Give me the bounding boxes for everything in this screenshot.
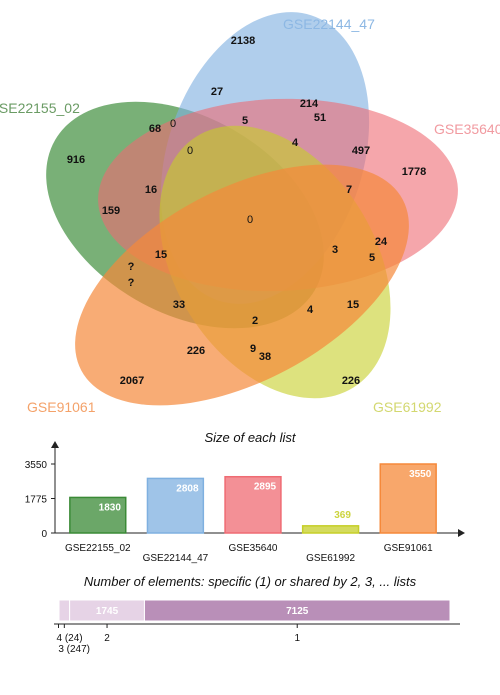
segment-value-label: 7125 [286,606,309,617]
set-label-gse91061: GSE91061 [27,399,96,415]
bar [301,525,360,534]
set-label-gse35640: GSE35640 [434,121,500,137]
set-ellipse-gse91061 [75,164,409,406]
region-count: 27 [211,86,223,98]
region-count: ? [128,277,135,289]
shared-axis-label: 4 (24) [57,633,83,644]
bar [379,463,437,534]
shared-chart-title: Number of elements: specific (1) or shar… [84,574,417,589]
bar-value-label: 3550 [409,469,432,480]
venn-region-labels: 2138 27 214 51 5 68 0 0 4 497 916 1778 1… [67,35,426,387]
set-label-gse22155-02: GSE22155_02 [0,100,80,116]
region-count: 24 [375,236,388,248]
bar [69,496,127,534]
region-count: 3 [332,244,338,256]
shared-segment [143,599,451,622]
y-tick-label: 3550 [25,460,48,471]
bar [224,475,282,534]
shared-elements-bar: 4 (24)3 (247) 1745 2 7125 1 [54,599,460,655]
region-count: 0 [187,145,193,157]
region-count: 2067 [120,375,144,387]
category-label: GSE35640 [229,543,278,554]
region-count: 68 [149,123,161,135]
bar [146,477,205,534]
region-count: 0 [170,118,176,130]
shared-axis-label: 2 [104,633,110,644]
region-count: 226 [187,345,205,357]
bar-value-label: 2808 [176,483,199,494]
region-count: 159 [102,205,120,217]
region-count: 9 [250,343,256,355]
set-label-gse22144-47: GSE22144_47 [283,16,375,32]
region-count: 38 [259,351,271,363]
region-count: 15 [155,249,167,261]
shared-axis-label: 3 (247) [58,644,90,655]
region-count: 2 [252,315,258,327]
region-count: 4 [307,304,314,316]
x-axis-arrow [458,529,465,537]
region-count: 15 [347,299,359,311]
y-tick-label: 0 [41,529,47,540]
region-count: ? [128,261,135,273]
size-chart-title: Size of each list [204,430,296,445]
segment-value-label: 1745 [96,606,119,617]
region-count: 5 [242,115,248,127]
set-label-gse61992: GSE61992 [373,399,442,415]
region-count: 916 [67,154,85,166]
region-count: 0 [247,214,253,226]
region-count: 16 [145,184,157,196]
category-label: GSE22144_47 [143,553,209,564]
category-label: GSE61992 [306,553,355,564]
region-count: 4 [292,137,299,149]
bar-value-label: 1830 [99,502,122,513]
shared-segment [58,599,71,622]
category-label: GSE91061 [384,543,433,554]
bar-value-label: 369 [334,510,351,521]
region-count: 2138 [231,35,255,47]
region-count: 33 [173,299,185,311]
region-count: 5 [369,252,375,264]
y-tick-label: 1775 [25,495,48,506]
bar-value-label: 2895 [254,482,277,493]
y-axis-arrow [51,441,59,448]
region-count: 1778 [402,166,426,178]
region-count: 7 [346,184,352,196]
category-label: GSE22155_02 [65,543,131,554]
venn-ellipses [46,12,458,406]
region-count: 214 [300,98,319,110]
shared-axis-label: 1 [294,633,300,644]
region-count: 51 [314,112,326,124]
region-count: 497 [352,145,370,157]
region-count: 226 [342,375,360,387]
